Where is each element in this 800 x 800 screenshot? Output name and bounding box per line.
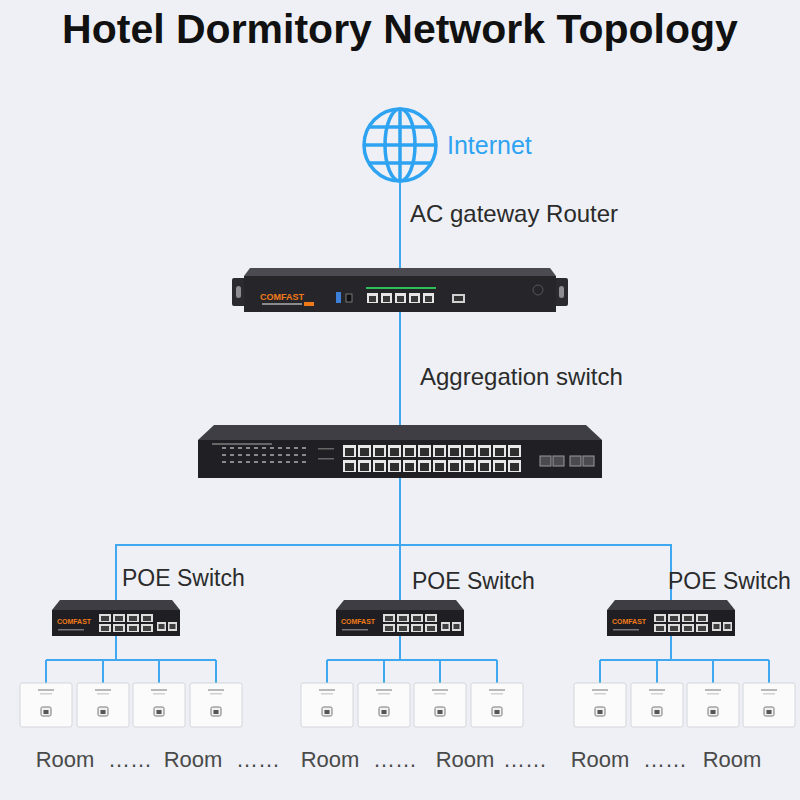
poe-switch-illustration	[336, 600, 464, 636]
room-label: Room	[436, 749, 495, 771]
ellipsis-mark: ……	[236, 749, 280, 771]
wall-panel-ap	[133, 683, 185, 727]
ellipsis-mark: ……	[503, 749, 547, 771]
aggregation-switch: Aggregation switch	[198, 425, 602, 478]
wall-panel-ap	[687, 683, 739, 727]
brand-logo: COMFAST	[57, 618, 91, 625]
device-label: POE Switch	[122, 567, 245, 590]
network-cable	[400, 478, 671, 600]
wall-access-points	[20, 683, 795, 727]
internet-globe-icon	[364, 109, 436, 181]
ellipsis-mark: ……	[108, 749, 152, 771]
port-leds	[366, 287, 436, 289]
poe-switch-illustration	[52, 600, 180, 636]
globe-equator	[364, 143, 436, 147]
room-label: Room	[301, 749, 360, 771]
router-front	[244, 276, 556, 312]
usb-port	[336, 292, 341, 303]
sfp-port	[452, 294, 465, 303]
sfp-port	[570, 456, 581, 466]
wall-panel-ap	[77, 683, 129, 727]
switch-front	[198, 440, 602, 478]
internet-globe: Internet	[362, 107, 438, 183]
device-label: Aggregation switch	[420, 365, 623, 389]
network-cable	[116, 478, 400, 600]
device-label: POE Switch	[668, 570, 791, 593]
sfp-slot	[454, 296, 463, 301]
switch-top	[198, 425, 602, 440]
room-label: Room	[164, 749, 223, 771]
sfp-port	[553, 456, 564, 466]
wall-panel-ap	[414, 683, 466, 727]
ellipsis-mark: ……	[643, 749, 687, 771]
poe-switch-illustration	[607, 600, 735, 636]
wall-panel-ap	[301, 683, 353, 727]
room-label: Room	[36, 749, 95, 771]
room-wire	[600, 636, 769, 683]
aggregation-switch-illustration	[198, 425, 602, 478]
wall-panel-ap	[743, 683, 795, 727]
diagram-title: Hotel Dormitory Network Topology	[0, 9, 800, 50]
room-wiring	[46, 636, 769, 683]
model-strip	[212, 443, 272, 445]
led-legend	[318, 448, 334, 450]
globe-parallel	[369, 125, 431, 129]
wall-panel-ap	[574, 683, 626, 727]
wall-panel-ap	[20, 683, 72, 727]
router-illustration	[232, 268, 568, 312]
globe-outline	[364, 109, 436, 181]
network-cable	[399, 312, 401, 425]
model-strip	[262, 303, 302, 305]
room-wire	[46, 636, 216, 683]
gateway-router: AC gateway Router	[232, 268, 568, 312]
room-label: Room	[703, 749, 762, 771]
globe-parallel	[369, 161, 431, 165]
ear-slot	[559, 286, 564, 298]
wall-panel-ap	[631, 683, 683, 727]
wall-panel-ap	[358, 683, 410, 727]
device-label: AC gateway Router	[410, 202, 618, 226]
wall-panel-ap	[190, 683, 242, 727]
sfp-port	[583, 456, 594, 466]
router-top	[244, 268, 556, 276]
network-cable	[399, 183, 401, 268]
brand-logo: COMFAST	[612, 618, 646, 625]
brand-logo: COMFAST	[341, 618, 375, 625]
sfp-port	[540, 456, 551, 466]
ethernet-ports	[342, 444, 522, 474]
room-wire	[327, 636, 497, 683]
status-leds	[222, 447, 310, 468]
front-decor	[533, 285, 543, 295]
node-label: Internet	[447, 133, 532, 158]
ellipsis-mark: ……	[373, 749, 417, 771]
ear-slot	[236, 286, 241, 298]
model-tag	[304, 302, 314, 306]
brand-logo: COMFAST	[260, 293, 304, 302]
device-label: POE Switch	[412, 570, 535, 593]
ethernet-ports	[366, 292, 436, 304]
wall-panel-ap	[471, 683, 523, 727]
led-legend	[318, 458, 334, 460]
room-label: Room	[571, 749, 630, 771]
usb-port	[346, 294, 352, 302]
